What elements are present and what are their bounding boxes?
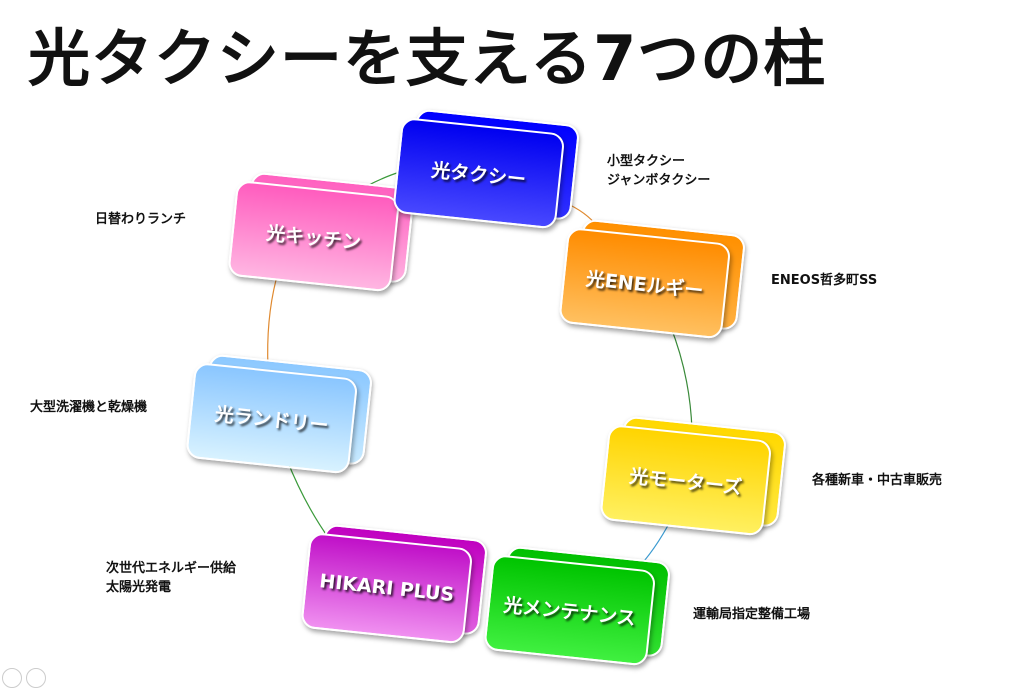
pillar-label: 光ENEルギー bbox=[584, 267, 705, 302]
desc-motors: 各種新車・中古車販売 bbox=[812, 473, 943, 488]
slide-title: 光タクシーを支える7つの柱 bbox=[28, 22, 827, 95]
pillar-label: 光キッチン bbox=[265, 221, 363, 254]
pillar-energy: 光ENEルギー bbox=[558, 218, 747, 340]
more-options-icon[interactable] bbox=[26, 668, 46, 688]
pillar-label: HIKARI PLUS bbox=[318, 570, 456, 607]
desc-laundry: 大型洗濯機と乾燥機 bbox=[30, 400, 148, 415]
pillar-label: 光メンテナンス bbox=[502, 593, 637, 630]
desc-hikari-plus: 次世代エネルギー供給太陽光発電 bbox=[106, 561, 237, 595]
pillar-label: 光タクシー bbox=[430, 158, 528, 191]
connector-energy-motors bbox=[669, 324, 693, 431]
desc-energy: ENEOS哲多町SS bbox=[771, 273, 878, 288]
pillar-motors: 光モーターズ bbox=[599, 415, 788, 537]
desc-kitchen: 日替わりランチ bbox=[95, 212, 187, 227]
pillar-hikari-plus: HIKARI PLUS bbox=[300, 523, 489, 645]
slide-control-icon[interactable] bbox=[2, 668, 22, 688]
pillar-laundry: 光ランドリー bbox=[185, 353, 374, 475]
pillar-taxi: 光タクシー bbox=[392, 108, 581, 230]
connector-laundry-kitchen bbox=[267, 279, 277, 369]
pillar-label: 光ランドリー bbox=[213, 402, 330, 437]
pillar-maintenance: 光メンテナンス bbox=[483, 545, 672, 667]
desc-maintenance: 運輸局指定整備工場 bbox=[693, 607, 811, 622]
pillar-kitchen: 光キッチン bbox=[227, 171, 416, 293]
desc-taxi: 小型タクシージャンボタクシー bbox=[607, 154, 711, 188]
pillar-label: 光モーターズ bbox=[628, 464, 743, 499]
